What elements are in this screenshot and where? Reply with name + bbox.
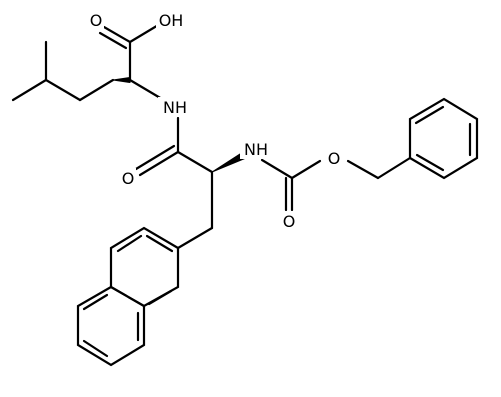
naphth-double-1	[145, 234, 174, 253]
phenyl-ring	[408, 97, 479, 180]
phenyl-double-1	[414, 105, 445, 125]
carbamate-group	[260, 156, 412, 212]
bond-n-carbamate-c	[260, 158, 294, 180]
amide-linkage	[134, 116, 214, 177]
bond-amide-c-o-1	[138, 150, 180, 177]
naphth-double-5	[82, 339, 109, 358]
phenyl-ring-outline	[408, 97, 479, 180]
naphth-double-2	[116, 234, 143, 253]
phenyl-double-3	[415, 153, 445, 172]
bond-c-oh	[128, 22, 162, 44]
naphthalene-ring-b	[76, 285, 146, 367]
atom-label-o-amide: O	[122, 169, 135, 188]
bond-ch2-naphthyl	[176, 226, 214, 250]
bond-c-o-double-1	[102, 25, 132, 44]
bond-c-o-double-2	[98, 31, 128, 50]
naphthalene-ring-a	[109, 226, 180, 308]
atom-label-nh-leucine: NH	[163, 98, 187, 117]
bond-isobutyl-ch	[44, 78, 82, 102]
naphth-double-3	[147, 289, 173, 306]
leucine-side-chain	[11, 40, 115, 102]
bond-methyl-left	[11, 78, 48, 102]
atom-label-nh-carbamate: NH	[244, 140, 268, 159]
atom-label-oh: OH	[159, 11, 184, 30]
atom-label-o-acid: O	[90, 11, 103, 30]
bond-ch2-phenyl	[376, 156, 412, 180]
naphthylalanine-backbone	[176, 151, 247, 250]
atom-labels: O OH NH O NH O O	[88, 10, 342, 231]
bond-oester-ch2	[346, 159, 380, 180]
atom-label-o-ester: O	[328, 149, 341, 168]
bond-alpha-n	[128, 78, 164, 101]
stereo-wedge-leu	[112, 77, 131, 83]
bond-amide-c-alpha	[176, 150, 214, 174]
naphth-double-4	[82, 293, 109, 311]
bond-amide-c-o-2	[134, 144, 176, 171]
bond-carbamate-c-oester	[290, 159, 322, 180]
naphthalene-ring	[76, 226, 180, 367]
atom-label-o-carbonyl: O	[283, 212, 296, 231]
bond-ch2	[78, 78, 115, 102]
leucine-carboxylic-acid	[98, 22, 164, 101]
